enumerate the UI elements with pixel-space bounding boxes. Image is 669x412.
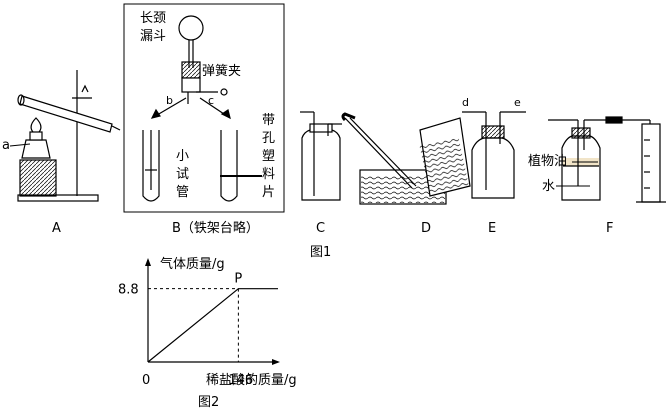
figure1-caption: 图1 [310, 245, 331, 260]
label-e: e [514, 96, 521, 109]
apparatus-a-letter: A [52, 221, 61, 236]
label-b: b [166, 94, 173, 107]
clamp-label: 弹簧夹 [202, 63, 241, 79]
apparatus-e-letter: E [488, 221, 496, 236]
oil-label: 植物油 [528, 154, 567, 169]
series-line [147, 288, 278, 363]
y-axis-arrow [145, 258, 151, 266]
plate-label-2: 孔 [262, 131, 275, 146]
small-tube-label-3: 管 [176, 185, 189, 200]
x-axis-label: 稀盐酸的质量/g [206, 372, 297, 388]
figure2-caption: 图2 [198, 395, 219, 410]
apparatus-a [17, 70, 121, 202]
apparatus-f-letter: F [606, 221, 613, 236]
apparatus-c-letter: C [316, 221, 325, 236]
plate-label-4: 料 [262, 167, 275, 182]
label-a: a [2, 138, 10, 153]
apparatus-d-letter: D [421, 221, 431, 236]
plate-label-1: 带 [262, 113, 275, 128]
small-tube-label-1: 小 [176, 149, 189, 164]
y-axis-label: 气体质量/g [160, 256, 225, 272]
funnel-label-2: 漏斗 [140, 28, 166, 44]
label-c: c [208, 94, 214, 107]
point-p-label: P [234, 272, 242, 287]
plate-label-3: 塑 [262, 149, 275, 164]
apparatus-b-frame [123, 3, 285, 213]
x-tick-label: 146 [228, 373, 253, 388]
plate-label-5: 片 [262, 185, 275, 200]
apparatus-d [341, 112, 471, 205]
y-tick-label: 8.8 [118, 283, 139, 298]
apparatus-b [142, 15, 262, 202]
figure2-chart: 气体质量/g 稀盐酸的质量/g 0 146 8.8 P [118, 256, 297, 388]
small-tube-label-2: 试 [176, 167, 189, 182]
label-d: d [462, 96, 469, 109]
origin-label: 0 [142, 373, 150, 388]
funnel-label-1: 长颈 [140, 11, 166, 26]
apparatus-c [300, 111, 342, 201]
x-axis-arrow [272, 359, 280, 365]
apparatus-b-letter: B（铁架台略） [172, 220, 259, 236]
water-label: 水 [542, 179, 555, 194]
apparatus-e [462, 111, 526, 199]
